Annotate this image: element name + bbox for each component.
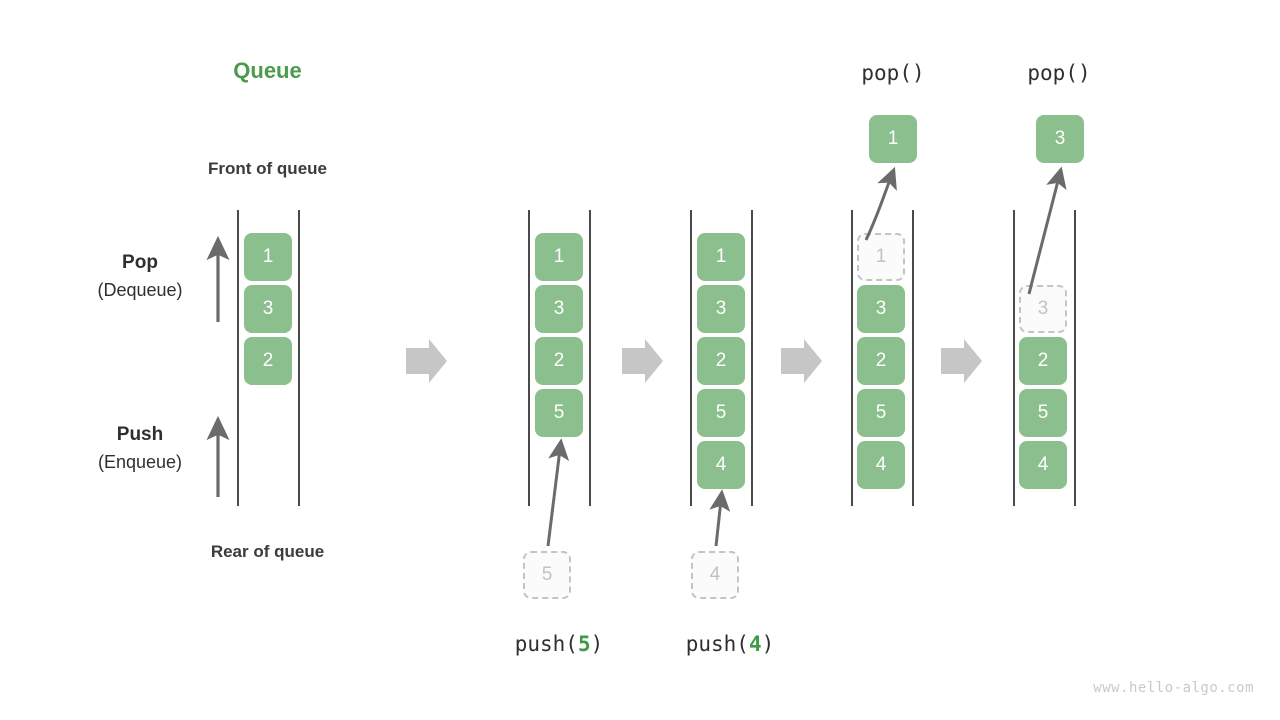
queue4-box-3: 2 — [857, 337, 905, 385]
queue3-box-3: 2 — [697, 337, 745, 385]
push-5-value: 5 — [577, 632, 591, 656]
pop-label-sub: (Dequeue) — [97, 280, 183, 300]
queue4-box-4: 5 — [857, 389, 905, 437]
queue3-box-1: 1 — [697, 233, 745, 281]
push-5-caption: push(5) — [459, 632, 659, 656]
queue1-rail-left — [237, 210, 239, 506]
queue5-ghost-box: 3 — [1019, 285, 1067, 333]
queue5-box-5: 4 — [1019, 441, 1067, 489]
queue1-box-2: 3 — [244, 285, 292, 333]
queue5-popped-box: 3 — [1036, 115, 1084, 163]
push-label-main: Push — [116, 424, 164, 445]
queue3-rail-right — [751, 210, 753, 506]
queue2-rail-right — [589, 210, 591, 506]
queue3-incoming-box: 4 — [691, 551, 739, 599]
queue1-box-1: 1 — [244, 233, 292, 281]
pop-1-arrow — [864, 166, 897, 241]
pop-2-caption: pop() — [1027, 61, 1091, 85]
queue3-box-5: 4 — [697, 441, 745, 489]
front-of-queue-label: Front of queue — [208, 159, 327, 178]
queue4-popped-box: 1 — [869, 115, 917, 163]
queue4-rail-left — [851, 210, 853, 506]
queue3-box-4: 5 — [697, 389, 745, 437]
push-4-suffix: ) — [761, 632, 775, 656]
queue5-rail-right — [1074, 210, 1076, 506]
push-operation-label: Push (Enqueue) — [40, 422, 240, 476]
queue2-box-1: 1 — [535, 233, 583, 281]
flow-arrow-1 — [406, 339, 447, 383]
queue4-ghost-box: 1 — [857, 233, 905, 281]
push-5-prefix: push( — [514, 632, 578, 656]
push-4-caption: push(4) — [630, 632, 830, 656]
queue2-incoming-box: 5 — [523, 551, 571, 599]
watermark: www.hello-algo.com — [1093, 680, 1254, 696]
queue4-rail-right — [912, 210, 914, 506]
queue2-box-3: 2 — [535, 337, 583, 385]
queue5-box-4: 5 — [1019, 389, 1067, 437]
queue4-box-2: 3 — [857, 285, 905, 333]
flow-arrow-2 — [622, 339, 663, 383]
push-5-suffix: ) — [590, 632, 604, 656]
queue2-box-2: 3 — [535, 285, 583, 333]
push-4-value: 4 — [748, 632, 762, 656]
pop-1-caption: pop() — [861, 61, 925, 85]
queue2-box-4: 5 — [535, 389, 583, 437]
queue1-rail-right — [298, 210, 300, 506]
queue4-box-5: 4 — [857, 441, 905, 489]
queue3-box-2: 3 — [697, 285, 745, 333]
pop-operation-label: Pop (Dequeue) — [40, 250, 240, 304]
queue5-rail-left — [1013, 210, 1015, 506]
push-5-arrow — [546, 438, 570, 547]
queue5-box-3: 2 — [1019, 337, 1067, 385]
pop-label-main: Pop — [122, 252, 158, 273]
queue3-rail-left — [690, 210, 692, 506]
push-4-prefix: push( — [685, 632, 749, 656]
pop-3-arrow — [1027, 166, 1067, 295]
push-4-arrow — [709, 489, 731, 547]
push-label-sub: (Enqueue) — [97, 452, 183, 472]
queue2-rail-left — [528, 210, 530, 506]
flow-arrow-3 — [781, 339, 822, 383]
queue1-box-3: 2 — [244, 337, 292, 385]
flow-arrow-4 — [941, 339, 982, 383]
rear-of-queue-label: Rear of queue — [210, 542, 325, 561]
page-title: Queue — [233, 58, 302, 83]
